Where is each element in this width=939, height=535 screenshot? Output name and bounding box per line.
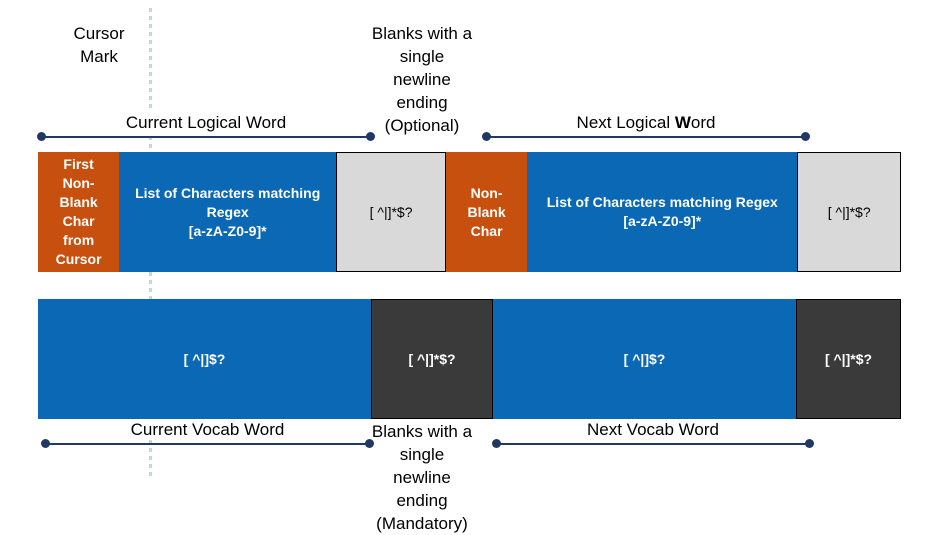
span-label-next-vocab-word: Next Vocab Word (582, 419, 724, 440)
block-current-vocab-blanks-regex: [ ^|]*$? (371, 299, 493, 419)
span-endpoint-dot-right (801, 132, 810, 141)
block-current-blanks-regex: [ ^|]*$? (336, 152, 446, 272)
span-endpoint-dot-left (41, 439, 50, 448)
span-next-logical-word: Next Logical Word (482, 112, 810, 143)
block-current-vocab-regex: [ ^|]$? (38, 299, 371, 419)
vocab-word-block-row: [ ^|]$? [ ^|]*$? [ ^|]$? [ ^|]*$? (38, 299, 901, 419)
span-label-current-vocab-word: Current Vocab Word (125, 419, 290, 440)
next-logical-word-bold-w: W (674, 113, 691, 132)
span-endpoint-dot-left (482, 132, 491, 141)
span-current-logical-word: Current Logical Word (37, 112, 375, 143)
logical-word-block-row: First Non-Blank Char from Cursor List of… (38, 152, 901, 272)
span-label-current-logical-word: Current Logical Word (120, 112, 292, 133)
span-label-next-logical-word: Next Logical Word (571, 112, 721, 133)
span-rule (40, 136, 372, 138)
span-endpoint-dot-left (492, 439, 501, 448)
block-next-vocab-regex: [ ^|]$? (493, 299, 796, 419)
span-rule (44, 443, 371, 445)
span-next-vocab-word: Next Vocab Word (492, 419, 814, 450)
block-current-word-characters: List of Characters matching Regex [a-zA-… (119, 152, 337, 272)
next-logical-word-suffix: ord (690, 113, 716, 132)
span-endpoint-dot-right (366, 132, 375, 141)
cursor-mark-label: Cursor Mark (73, 24, 125, 66)
span-endpoint-dot-right (805, 439, 814, 448)
span-current-vocab-word: Current Vocab Word (41, 419, 374, 450)
span-rule (485, 136, 807, 138)
blanks-mandatory-label: Blanks with a single newline ending (Man… (371, 422, 473, 533)
span-endpoint-dot-left (37, 132, 46, 141)
block-next-word-characters: List of Characters matching Regex [a-zA-… (527, 152, 798, 272)
block-first-nonblank-char-from-cursor: First Non-Blank Char from Cursor (38, 152, 120, 272)
block-next-blanks-regex: [ ^|]*$? (797, 152, 901, 272)
blanks-optional-label: Blanks with a single newline ending (Opt… (371, 24, 473, 135)
next-logical-word-prefix: Next Logical (576, 113, 675, 132)
span-rule (495, 443, 811, 445)
block-next-vocab-blanks-regex: [ ^|]*$? (796, 299, 901, 419)
span-endpoint-dot-right (365, 439, 374, 448)
block-next-nonblank-char: Non-Blank Char (445, 152, 528, 272)
